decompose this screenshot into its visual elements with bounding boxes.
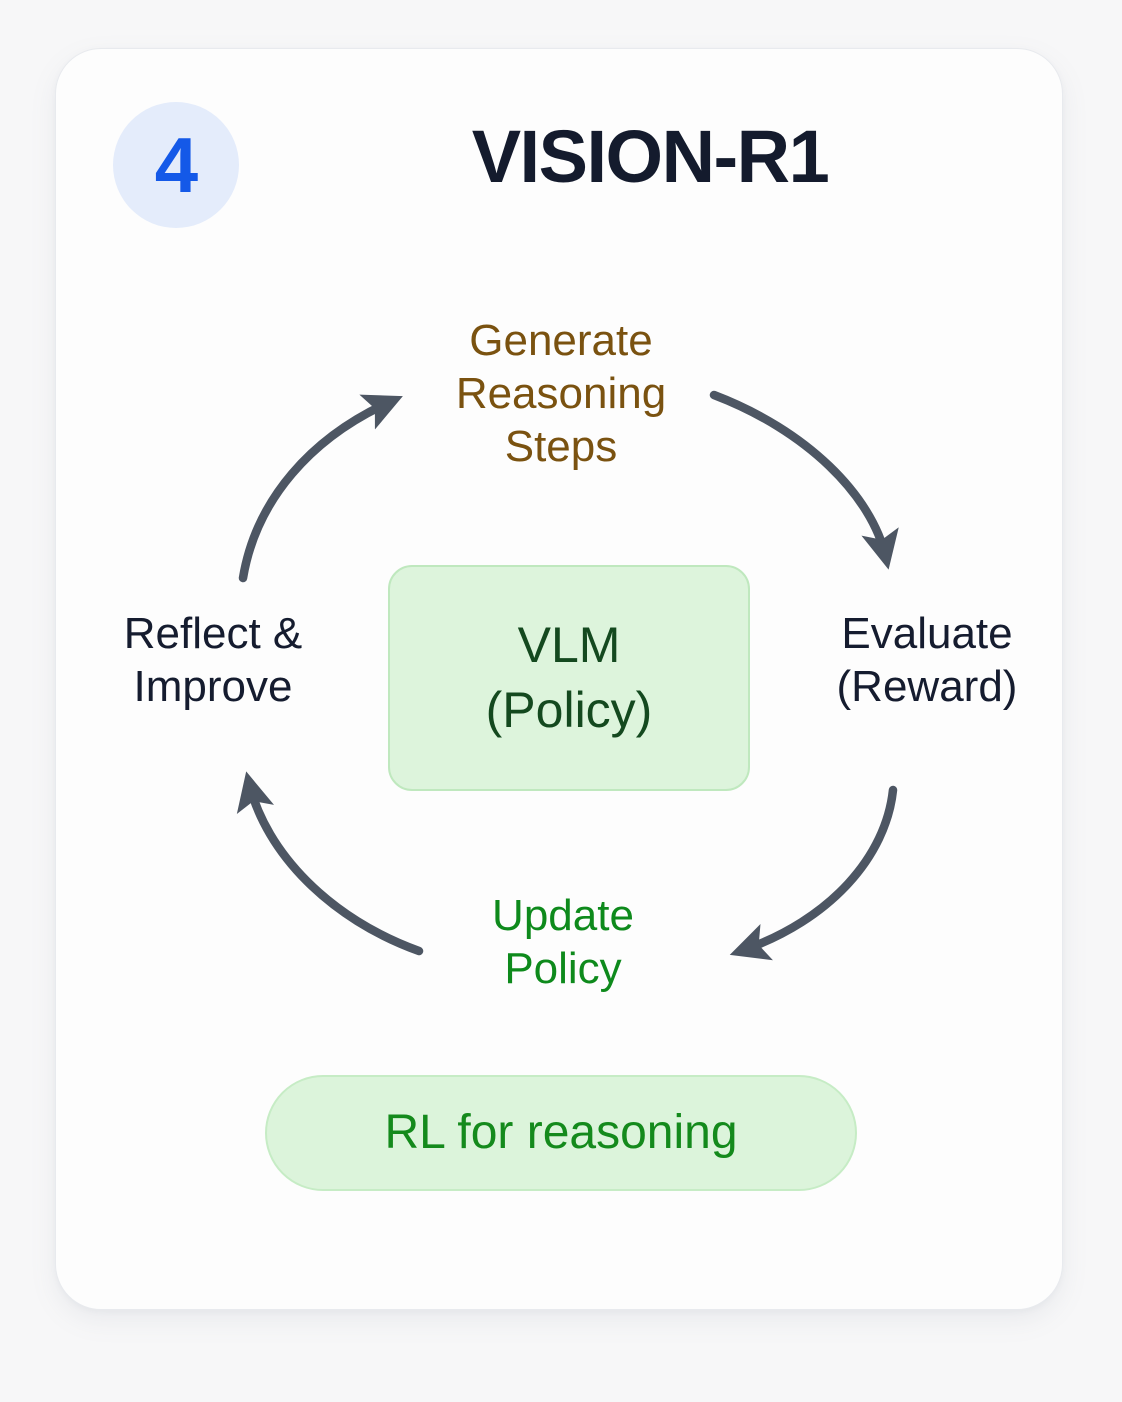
step-number-badge: 4 [113,102,239,228]
cycle-step-reflect: Reflect & Improve [123,609,303,711]
footer-pill: RL for reasoning [265,1075,857,1191]
cycle-step-evaluate: Evaluate (Reward) [836,609,1018,711]
center-policy-label: VLM (Policy) [485,617,653,738]
center-policy-box: VLM (Policy) [388,565,750,791]
footer-pill-label: RL for reasoning [384,1106,738,1159]
cycle-step-update: Update Policy [492,891,634,993]
page-title: VISION-R1 [471,115,830,198]
cycle-step-generate: Generate Reasoning Steps [455,316,667,471]
step-number-label: 4 [154,121,198,209]
